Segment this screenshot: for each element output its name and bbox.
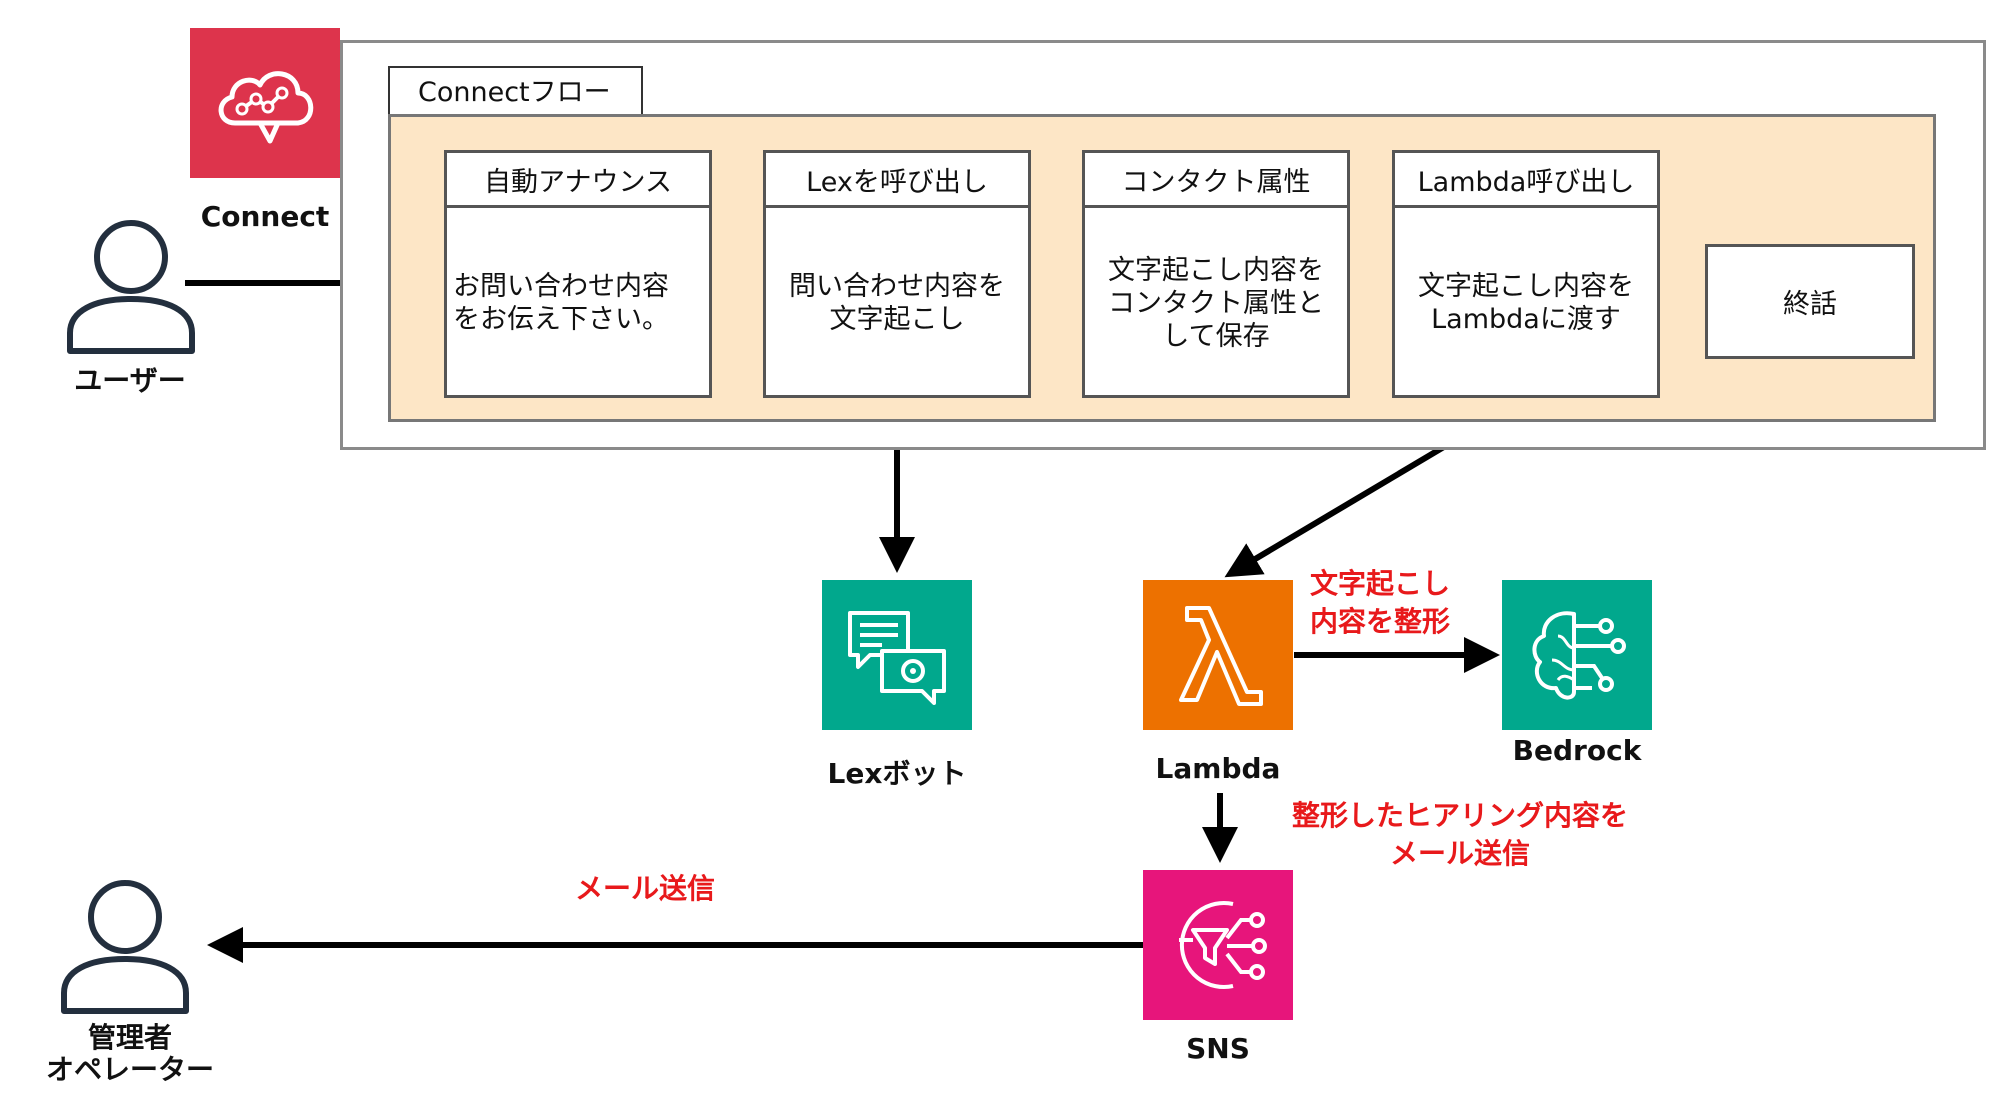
flow-block-body: 問い合わせ内容を 文字起こし: [789, 271, 1005, 335]
connect-tile: [190, 28, 340, 178]
chatbot-icon: [848, 611, 946, 705]
user-icon: [67, 220, 195, 354]
flow-block-lambda: Lambda呼び出し 文字起こし内容を Lambdaに渡す: [1392, 150, 1660, 398]
lambda-label: Lambda: [1155, 752, 1281, 785]
flow-block-body: お問い合わせ内容 をお伝え下さい。: [453, 271, 669, 335]
flow-block-body: 文字起こし内容を コンタクト属性と して保存: [1108, 254, 1324, 352]
lambda-tile: [1143, 580, 1293, 730]
flow-block-header: Lexを呼び出し: [766, 153, 1028, 208]
sns-tile: [1143, 870, 1293, 1020]
annotation-sns-to-admin: メール送信: [574, 872, 715, 905]
flow-block-header: コンタクト属性: [1085, 153, 1347, 208]
user-label: ユーザー: [74, 364, 186, 397]
lex-tile: [822, 580, 972, 730]
flow-block-end: 終話: [1705, 244, 1915, 359]
flow-title: Connectフロー: [388, 66, 643, 116]
annotation-lambda-to-sns: 整形したヒアリング内容を メール送信: [1260, 797, 1660, 873]
flow-block-announce: 自動アナウンス お問い合わせ内容 をお伝え下さい。: [444, 150, 712, 398]
annotation-line: メール送信: [1389, 837, 1530, 870]
flow-block-header: 自動アナウンス: [447, 153, 709, 208]
flow-block-header: Lambda呼び出し: [1395, 153, 1657, 208]
admin-label-line2: オペレーター: [45, 1053, 214, 1086]
lex-label: Lexボット: [827, 757, 967, 790]
admin-label: 管理者 オペレーター: [20, 1022, 240, 1086]
flow-block-body: 文字起こし内容を Lambdaに渡す: [1418, 271, 1634, 335]
notification-icon: [1179, 901, 1267, 989]
bedrock-tile: [1502, 580, 1652, 730]
annotation-line: 整形したヒアリング内容を: [1291, 799, 1628, 832]
lambda-icon: [1179, 606, 1263, 706]
annotation-lambda-to-bedrock: 文字起こし 内容を整形: [1290, 565, 1470, 641]
flow-block-lex: Lexを呼び出し 問い合わせ内容を 文字起こし: [763, 150, 1031, 398]
annotation-line: 文字起こし: [1309, 567, 1450, 600]
admin-icon: [61, 880, 189, 1014]
annotation-line: 内容を整形: [1309, 605, 1450, 638]
flow-block-contact-attr: コンタクト属性 文字起こし内容を コンタクト属性と して保存: [1082, 150, 1350, 398]
bedrock-label: Bedrock: [1512, 734, 1642, 767]
connect-label: Connect: [200, 200, 330, 233]
connect-cloud-icon: [218, 71, 314, 144]
brain-icon: [1532, 611, 1626, 700]
admin-label-line1: 管理者: [87, 1021, 172, 1054]
sns-label: SNS: [1186, 1032, 1250, 1065]
